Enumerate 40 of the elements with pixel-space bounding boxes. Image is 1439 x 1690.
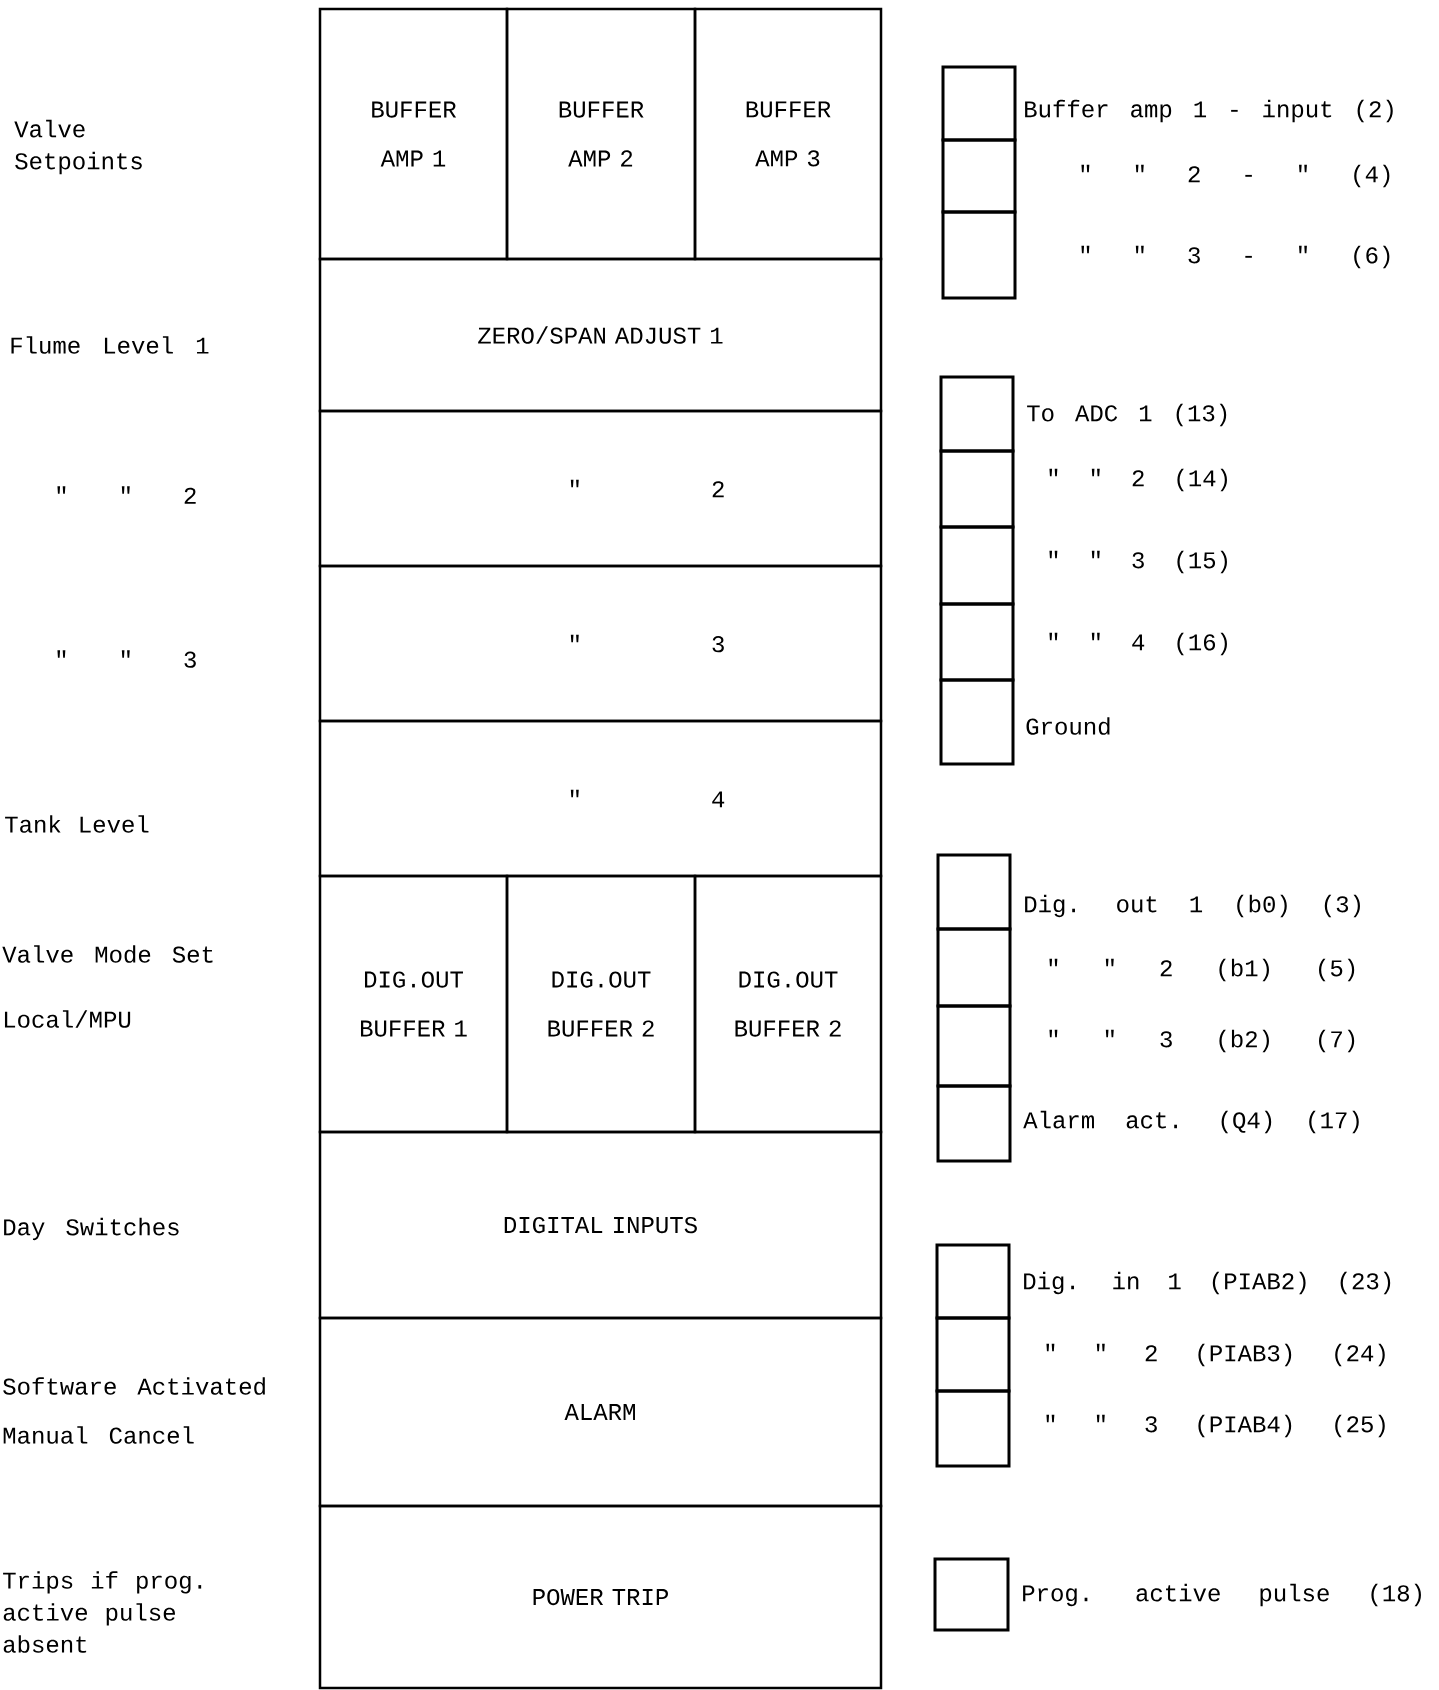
terminal-label: Prog. active pulse (18) [1023, 1583, 1421, 1607]
side-label: Trips if prog. active pulse absent [3, 1571, 202, 1653]
panel-cell: DIG.OUT BUFFER 1 [318, 874, 509, 1134]
panel-cell: BUFFER AMP 3 [693, 7, 883, 261]
terminal-label: " " 3 - " (6) [1081, 245, 1390, 269]
side-label: Valve Mode Set [2, 945, 213, 963]
terminal-label: Ground [1026, 717, 1110, 735]
side-label: Manual Cancel [3, 1426, 194, 1444]
terminal-label: " " 2 (PIAB3) (24) [1046, 1343, 1385, 1367]
side-label: Tank Level [5, 815, 149, 833]
terminal-label: " " 2 (b1) (5) [1049, 958, 1355, 982]
terminal-label: Dig. out 1 (b0) (3) [1025, 894, 1360, 918]
side-label: " " 2 [57, 486, 196, 504]
side-label: Software Activated [3, 1377, 265, 1395]
panel-cell: BUFFER AMP 2 [505, 7, 697, 261]
panel-cell: ALARM [318, 1316, 883, 1508]
panel-cell: " 2 [318, 409, 883, 568]
terminal-label: " " 4 (16) [1049, 632, 1227, 656]
panel-cell: DIG.OUT BUFFER 2 [693, 874, 883, 1134]
side-label: Flume Level 1 [11, 336, 209, 354]
panel-cell: DIG.OUT BUFFER 2 [505, 874, 697, 1134]
panel-cell: POWER TRIP [318, 1504, 883, 1690]
panel-cell: BUFFER AMP 1 [318, 7, 509, 261]
side-label: Valve Setpoints [14, 119, 142, 175]
terminal-label: " " 2 - " (4) [1081, 164, 1390, 188]
panel-cell: " 4 [318, 719, 883, 878]
terminal-label: Alarm act. (Q4) (17) [1023, 1110, 1359, 1134]
terminal-label: " " 3 (15) [1049, 550, 1227, 574]
terminal-label: " " 2 (14) [1049, 468, 1227, 492]
terminal-label: Buffer amp 1 - input (2) [1025, 99, 1393, 123]
terminal-label: " " 3 (b2) (7) [1049, 1029, 1355, 1053]
panel-cell: " 3 [318, 564, 883, 723]
terminal-label: To ADC 1 (13) [1027, 403, 1227, 427]
terminal-label: " " 3 (PIAB4) (25) [1046, 1414, 1385, 1438]
side-label: Day Switches [4, 1217, 179, 1241]
terminal-label: Dig. in 1 (PIAB2) (23) [1024, 1271, 1391, 1295]
panel-cell: ZERO/SPAN ADJUST 1 [318, 257, 883, 413]
side-label: Local/MPU [5, 1010, 131, 1028]
panel-cell: DIGITAL INPUTS [318, 1130, 883, 1320]
side-label: " " 3 [57, 650, 196, 668]
